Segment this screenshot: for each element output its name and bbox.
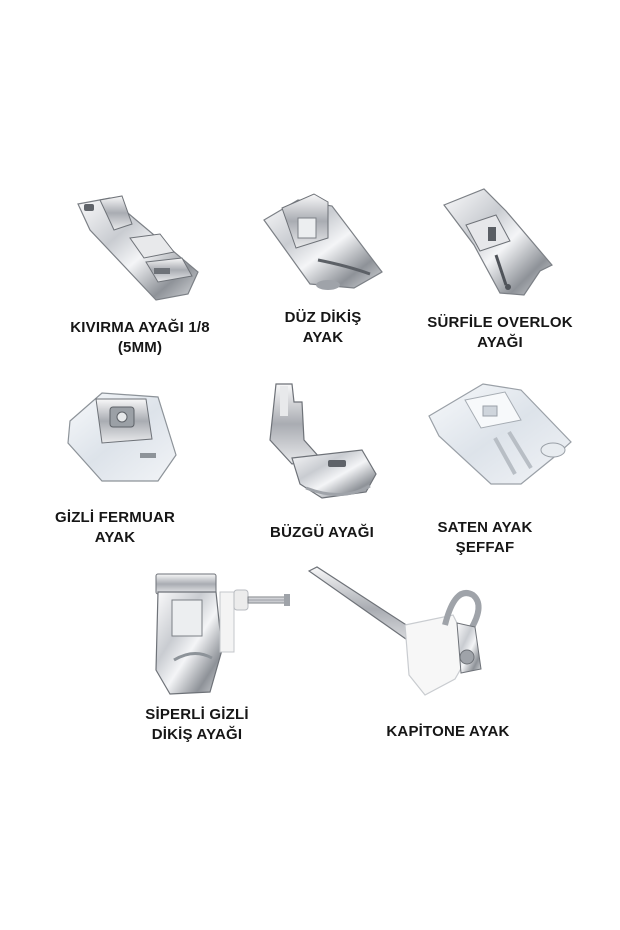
satin-clear-presser-foot-icon bbox=[428, 383, 572, 485]
item-label: SATEN AYAK ŞEFFAF bbox=[437, 519, 533, 556]
gathering-presser-foot-icon bbox=[269, 383, 377, 499]
overcast-presser-foot-icon bbox=[443, 188, 553, 296]
invisible-zipper-presser-foot-icon bbox=[67, 392, 177, 482]
item-label: DÜZ DİKİŞ AYAK bbox=[284, 309, 362, 346]
item-label: BÜZGÜ AYAĞI bbox=[270, 524, 374, 541]
item-label: KAPİTONE AYAK bbox=[386, 723, 510, 740]
item-label: GİZLİ FERMUAR AYAK bbox=[54, 509, 176, 546]
straight-stitch-presser-foot-icon bbox=[263, 193, 383, 290]
item-label: SİPERLİ GİZLİ DİKİŞ AYAĞI bbox=[145, 706, 249, 743]
item-label: KIVIRMA AYAĞI 1/8 (5MM) bbox=[70, 319, 210, 356]
item-label: SÜRFİLE OVERLOK AYAĞI bbox=[427, 314, 573, 351]
blind-stitch-presser-foot-icon bbox=[155, 573, 290, 695]
quilting-guide-presser-foot-icon bbox=[307, 566, 482, 696]
rolled-hem-presser-foot-icon bbox=[77, 195, 199, 301]
